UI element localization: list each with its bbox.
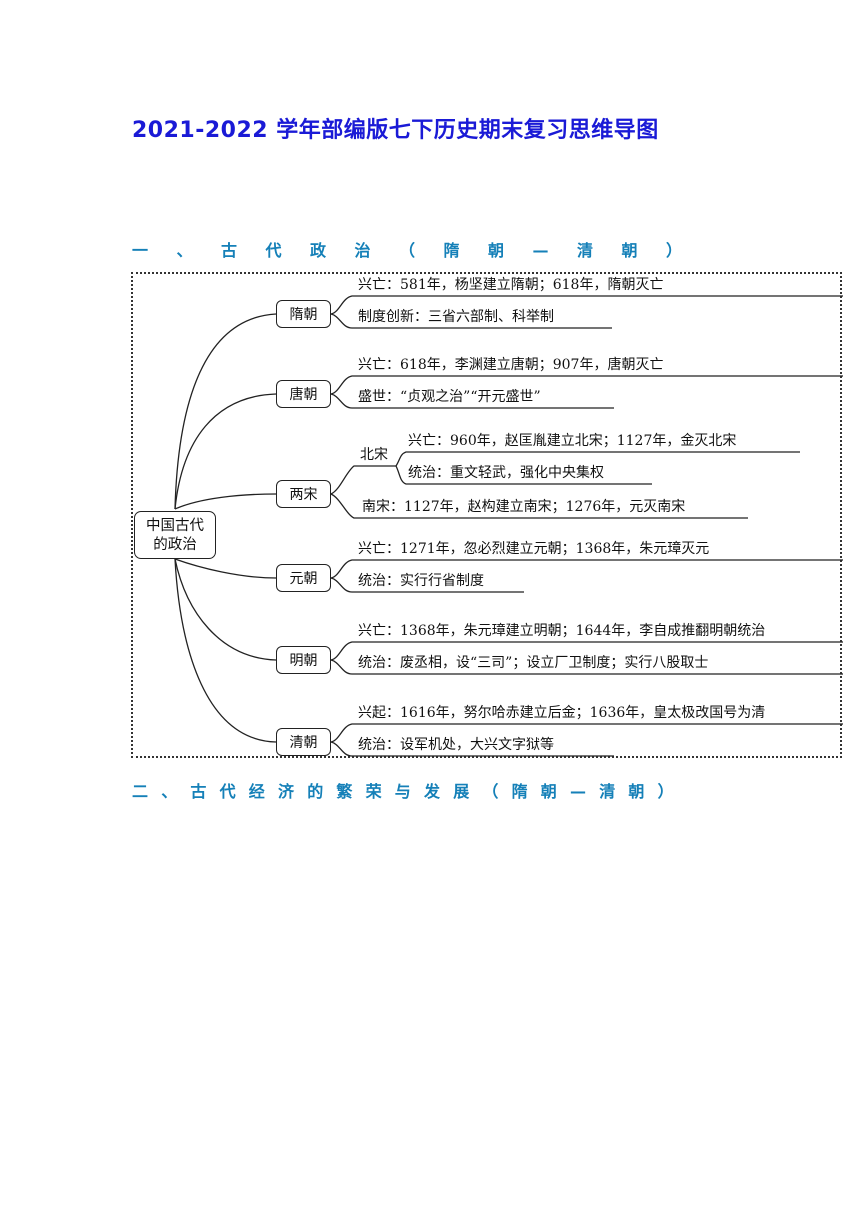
branch-qing-bottom — [330, 741, 614, 757]
northern-song-rise-fall: 兴亡：960年，赵匡胤建立北宋；1127年，金灭北宋 — [408, 433, 737, 449]
branch-ming-top — [330, 641, 843, 661]
sui-rise-fall: 兴亡：581年，杨坚建立隋朝；618年，隋朝灭亡 — [358, 277, 664, 293]
sui-institution: 制度创新：三省六部制、科举制 — [358, 309, 554, 325]
branch-tang-bottom — [330, 393, 614, 409]
branch-root-qing — [174, 558, 277, 743]
branch-sui-bottom — [330, 313, 612, 329]
branch-root-sui — [174, 313, 277, 510]
qing-rule: 统治：设军机处，大兴文字狱等 — [358, 737, 554, 753]
tang-golden-age: 盛世：“贞观之治”“开元盛世” — [358, 389, 541, 405]
song-northern-label: 北宋 — [360, 447, 388, 463]
branch-north-bottom — [395, 465, 652, 485]
branch-root-ming — [174, 558, 277, 661]
branch-root-yuan — [174, 558, 277, 579]
tang-rise-fall: 兴亡：618年，李渊建立唐朝；907年，唐朝灭亡 — [358, 357, 664, 373]
qing-rise: 兴起：1616年，努尔哈赤建立后金；1636年，皇太极改国号为清 — [358, 705, 766, 721]
branch-song-south — [330, 493, 748, 519]
node-ming: 明朝 — [276, 646, 331, 674]
branch-ming-bottom — [330, 659, 843, 675]
node-yuan: 元朝 — [276, 564, 331, 592]
branch-tang-top — [330, 375, 843, 395]
branch-yuan-bottom — [330, 577, 524, 593]
branch-qing-top — [330, 723, 843, 743]
branch-sui-top — [330, 295, 843, 315]
southern-song: 南宋：1127年，赵构建立南宋；1276年，元灭南宋 — [362, 499, 686, 515]
root-node: 中国古代 的政治 — [134, 511, 216, 559]
yuan-rise-fall: 兴亡：1271年，忽必烈建立元朝；1368年，朱元璋灭元 — [358, 541, 710, 557]
branch-north-top — [395, 451, 800, 467]
document-title: 2021-2022 学年部编版七下历史期末复习思维导图 — [132, 118, 659, 143]
ming-rule: 统治：废丞相，设“三司”；设立厂卫制度；实行八股取士 — [358, 655, 709, 671]
section-heading-politics: 一、古代政治（隋朝—清朝） — [132, 241, 711, 260]
northern-song-rule: 统治：重文轻武，强化中央集权 — [408, 465, 604, 481]
branch-root-song — [174, 493, 277, 510]
node-tang: 唐朝 — [276, 380, 331, 408]
branch-song-north — [330, 465, 396, 495]
yuan-rule: 统治：实行行省制度 — [358, 573, 484, 589]
node-song: 两宋 — [276, 480, 331, 508]
branch-root-tang — [174, 393, 277, 510]
node-qing: 清朝 — [276, 728, 331, 756]
node-sui: 隋朝 — [276, 300, 331, 328]
ming-rise-fall: 兴亡：1368年，朱元璋建立明朝；1644年，李自成推翻明朝统治 — [358, 623, 766, 639]
mindmap-frame — [131, 272, 842, 758]
section-heading-economy: 二、古代经济的繁荣与发展（隋朝—清朝） — [132, 782, 687, 801]
branch-yuan-top — [330, 559, 843, 579]
